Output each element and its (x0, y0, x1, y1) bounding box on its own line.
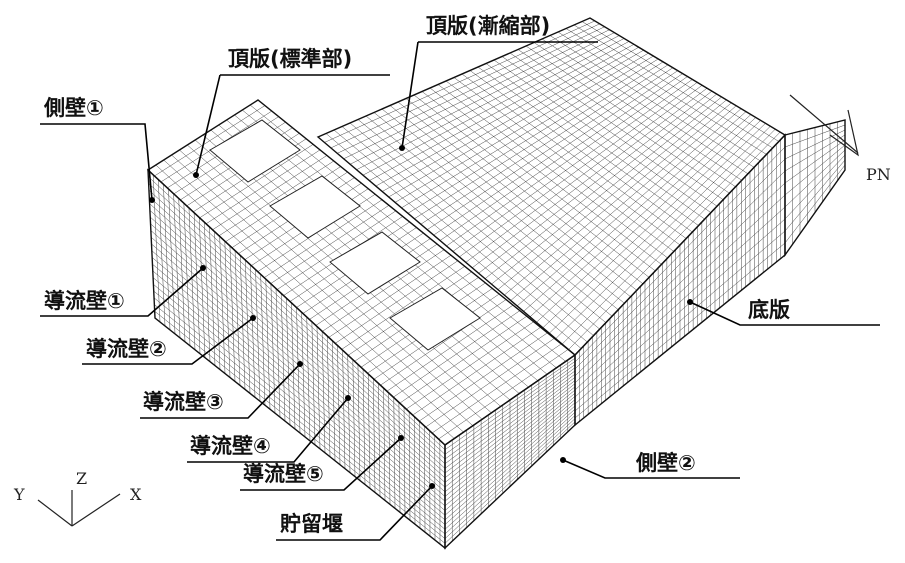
point-guide-wall-1 (200, 265, 206, 271)
label-top-slab-tapered: 頂版(漸縮部) (426, 14, 550, 38)
mesh-end-face (784, 119, 846, 256)
leader-guide-wall-4 (187, 397, 349, 463)
leader-side-wall-1 (40, 123, 153, 201)
mesh-outline (146, 17, 846, 550)
leader-guide-wall-5 (240, 437, 402, 491)
label-side-wall-2: 側壁② (635, 451, 696, 475)
axis-y-line (37, 499, 73, 527)
mesh-right-side-face (444, 354, 576, 549)
leader-top-slab-standard-diag (195, 74, 221, 176)
label-storage-weir: 貯留堰 (280, 512, 343, 536)
top-slab-opening (389, 287, 481, 351)
top-slab-opening (269, 175, 361, 239)
north-arrow-label: PN (866, 165, 891, 184)
north-arrow-shaft (789, 94, 859, 154)
axis-z-label: Z (76, 469, 87, 488)
label-side-wall-1: 側壁① (43, 96, 104, 120)
label-guide-wall-2: 導流壁② (86, 337, 167, 361)
leader-guide-wall-1 (40, 267, 204, 317)
label-bottom-slab: 底版 (748, 298, 790, 322)
north-arrow (789, 94, 859, 157)
label-guide-wall-4: 導流壁④ (190, 434, 271, 458)
leader-top-slab-tapered-diag (401, 41, 419, 149)
north-arrow-head (829, 109, 859, 157)
point-guide-wall-2 (250, 315, 256, 321)
labels: 頂版(標準部) 頂版(漸縮部) 側壁① 導流壁① 導流壁② 導流壁③ 導流壁④ … (43, 14, 790, 536)
point-bottom-slab (687, 299, 693, 305)
coordinate-axes (37, 490, 121, 527)
point-top-slab-tapered (399, 145, 405, 151)
leader-guide-wall-3 (140, 363, 301, 419)
axis-x-label: X (130, 485, 142, 504)
point-side-wall-1 (149, 197, 155, 203)
point-side-wall-2 (560, 457, 566, 463)
label-guide-wall-5: 導流壁⑤ (243, 462, 324, 486)
leader-guide-wall-2 (82, 317, 254, 365)
leader-bottom-slab (689, 301, 880, 326)
point-storage-weir (429, 483, 435, 489)
top-slab-opening (209, 119, 301, 183)
axis-x-line (71, 493, 121, 527)
mesh-tapered-top-slab (317, 17, 786, 356)
point-top-slab-standard (193, 172, 199, 178)
point-guide-wall-4 (345, 395, 351, 401)
point-guide-wall-5 (398, 435, 404, 441)
label-guide-wall-1: 導流壁① (44, 289, 125, 313)
leader-lines (40, 41, 880, 541)
label-top-slab-standard: 頂版(標準部) (228, 47, 352, 71)
leader-points (149, 145, 693, 489)
axis-y-label: Y (13, 485, 25, 504)
top-slab-opening (329, 231, 421, 295)
leader-side-wall-2 (562, 459, 740, 479)
label-guide-wall-3: 導流壁③ (143, 390, 224, 414)
leader-storage-weir (276, 485, 433, 541)
point-guide-wall-3 (297, 361, 303, 367)
